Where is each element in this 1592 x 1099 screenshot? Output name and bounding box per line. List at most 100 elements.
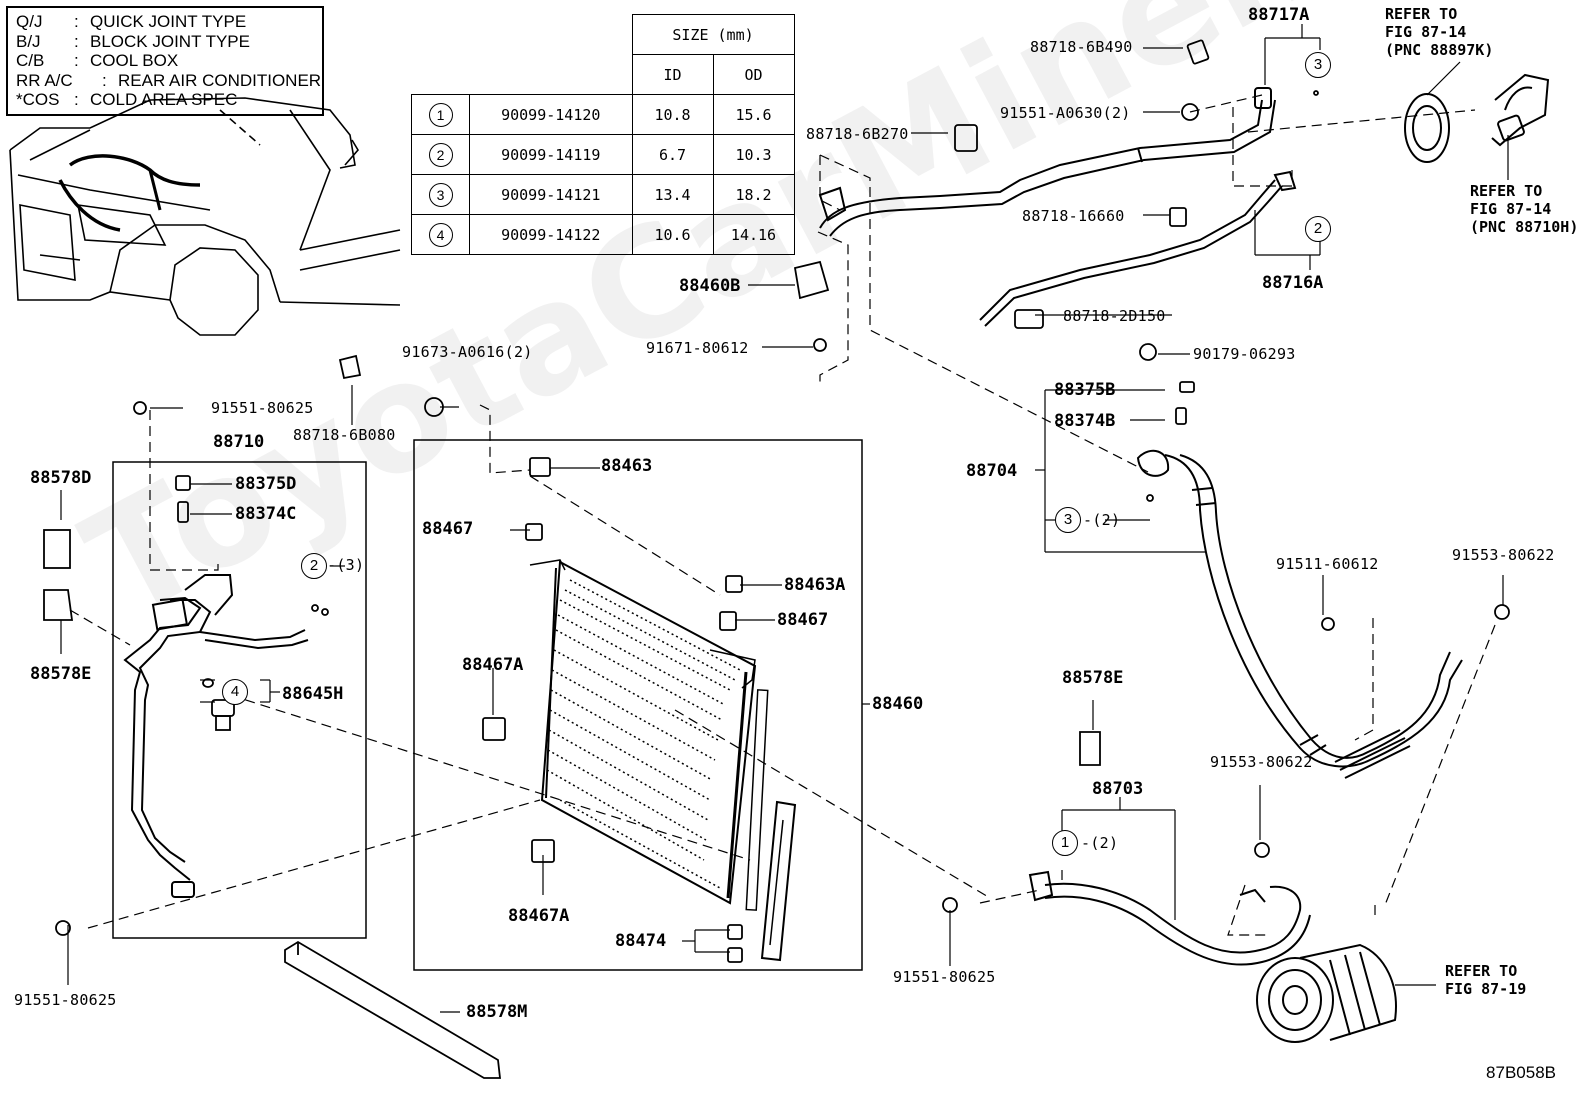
label-91673-A0616: 91673-A0616(2): [402, 343, 533, 361]
label-88578D: 88578D: [30, 468, 92, 488]
label-88717A: 88717A: [1248, 5, 1310, 25]
refer-line: REFER TO: [1445, 962, 1518, 980]
part-number-cell: 90099-14120: [469, 94, 633, 135]
label-91551-80625-top: 91551-80625: [211, 399, 314, 417]
label-88463: 88463: [601, 456, 653, 476]
label-88718-6B270: 88718-6B270: [806, 125, 909, 143]
group-88710-box: [112, 461, 367, 939]
table-row: 2 90099-14119 6.7 10.3: [411, 134, 795, 175]
circle-number-3-mid: 3: [1055, 507, 1081, 533]
label-88718-6B080: 88718-6B080: [293, 426, 396, 444]
refer-line: (PNC 88897K): [1385, 41, 1494, 59]
label-qty-1: -(2): [1081, 834, 1119, 852]
label-88474: 88474: [615, 931, 667, 951]
label-88463A: 88463A: [784, 575, 846, 595]
abbr-sep: :: [74, 31, 79, 51]
row-number: 2: [411, 134, 470, 175]
label-88710: 88710: [213, 432, 265, 452]
abbr-row: RR A/C:REAR AIR CONDITIONER: [16, 70, 321, 91]
abbr-sep: :: [74, 51, 79, 70]
table-subheader-row: ID OD: [411, 54, 795, 95]
label-88374C: 88374C: [235, 504, 297, 524]
abbr-sep: :: [102, 70, 107, 90]
label-88467A-upper: 88467A: [462, 655, 524, 675]
dashed-reference-lines: [69, 94, 1496, 936]
id-cell: 13.4: [631, 174, 714, 215]
label-91553-80622-mid: 91553-80622: [1210, 753, 1313, 771]
label-88716A: 88716A: [1262, 273, 1324, 293]
label-91551-80625-bottom-left: 91551-80625: [14, 991, 117, 1009]
refer-line: (PNC 88710H): [1470, 218, 1579, 236]
group-88460-box: [413, 439, 863, 971]
label-88375D: 88375D: [235, 474, 297, 494]
label-88703: 88703: [1092, 779, 1144, 799]
abbr-row: B/J:BLOCK JOINT TYPE: [16, 32, 314, 52]
refer-line: FIG 87-14: [1470, 200, 1552, 218]
label-88467-mid: 88467: [777, 610, 829, 630]
refer-parts-top-right: [1404, 73, 1550, 163]
table-header-row: SIZE (mm): [412, 14, 795, 55]
abbr-key: *COS: [16, 90, 60, 109]
label-88578M: 88578M: [466, 1002, 528, 1022]
circle-number-4: 4: [222, 679, 248, 705]
label-90179-06293: 90179-06293: [1193, 345, 1296, 363]
od-cell: 15.6: [712, 94, 795, 135]
pipe-88716A: [979, 170, 1297, 327]
abbr-value: BLOCK JOINT TYPE: [90, 31, 250, 51]
abbr-value: REAR AIR CONDITIONER: [118, 70, 322, 90]
circle-number-2-right: 2: [1305, 216, 1331, 242]
abbr-key: C/B: [16, 51, 45, 70]
label-88467-top: 88467: [422, 519, 474, 539]
refer-line: FIG 87-19: [1445, 980, 1527, 998]
label-88718-16660: 88718-16660: [1022, 207, 1125, 225]
bumper-foam-88578M: [284, 940, 502, 1079]
id-cell: 6.7: [631, 134, 714, 175]
abbr-row: C/B: COOL BOX: [16, 51, 314, 71]
label-88460: 88460: [872, 694, 924, 714]
label-91553-80622-right: 91553-80622: [1452, 546, 1555, 564]
o-ring-size-table: SIZE (mm) ID OD 1 90099-14120 10.8 15.6 …: [411, 14, 795, 255]
diagram-code: 87B058B: [1486, 1063, 1556, 1082]
pressure-switch-88645H: [202, 678, 235, 731]
label-88375B: 88375B: [1054, 380, 1116, 400]
table-row: 4 90099-14122 10.6 14.16: [411, 214, 795, 255]
label-88645H: 88645H: [282, 684, 344, 704]
vehicle-illustration: [9, 97, 401, 336]
refer-note-88710H: REFER TO FIG 87-14 (PNC 88710H): [1470, 182, 1578, 236]
abbr-value: QUICK JOINT TYPE: [90, 12, 247, 31]
id-cell: 10.8: [631, 94, 714, 135]
table-blank: [411, 54, 470, 95]
label-91511-60612: 91511-60612: [1276, 555, 1379, 573]
label-88467A-lower: 88467A: [508, 906, 570, 926]
refer-note-88897K: REFER TO FIG 87-14 (PNC 88897K): [1385, 5, 1493, 59]
label-91551-A0630: 91551-A0630(2): [1000, 104, 1131, 122]
circle-number-1: 1: [1052, 830, 1078, 856]
abbr-row: Q/J:QUICK JOINT TYPE: [16, 12, 314, 32]
part-number-cell: 90099-14119: [469, 134, 633, 175]
circle-number: 1: [428, 102, 453, 127]
od-cell: 14.16: [712, 214, 795, 255]
label-qty-2-left: -(3): [327, 556, 365, 574]
row-number: 1: [411, 94, 470, 135]
table-row: 3 90099-14121 13.4 18.2: [411, 174, 795, 215]
abbr-sep: :: [74, 90, 79, 109]
circle-number: 4: [428, 222, 453, 247]
abbr-key: Q/J: [16, 12, 43, 31]
abbr-value: COOL BOX: [90, 51, 179, 70]
circle-number: 3: [428, 182, 453, 207]
condenser-88460: [529, 559, 797, 962]
compressor: [1256, 943, 1397, 1043]
label-88718-6B490: 88718-6B490: [1030, 38, 1133, 56]
suction-hose-top: [818, 87, 1276, 237]
circle-number-3-top: 3: [1305, 52, 1331, 78]
label-91551-80625-bottom-mid: 91551-80625: [893, 968, 996, 986]
hose-88704: [1136, 449, 1463, 779]
small-parts: [43, 39, 1510, 963]
refer-note-87-19: REFER TO FIG 87-19: [1445, 962, 1526, 998]
row-number: 4: [411, 214, 470, 255]
label-88718-2D150: 88718-2D150: [1063, 307, 1166, 325]
label-88704: 88704: [966, 461, 1018, 481]
part-number-cell: 90099-14121: [469, 174, 633, 215]
label-88578E-right: 88578E: [1062, 668, 1124, 688]
